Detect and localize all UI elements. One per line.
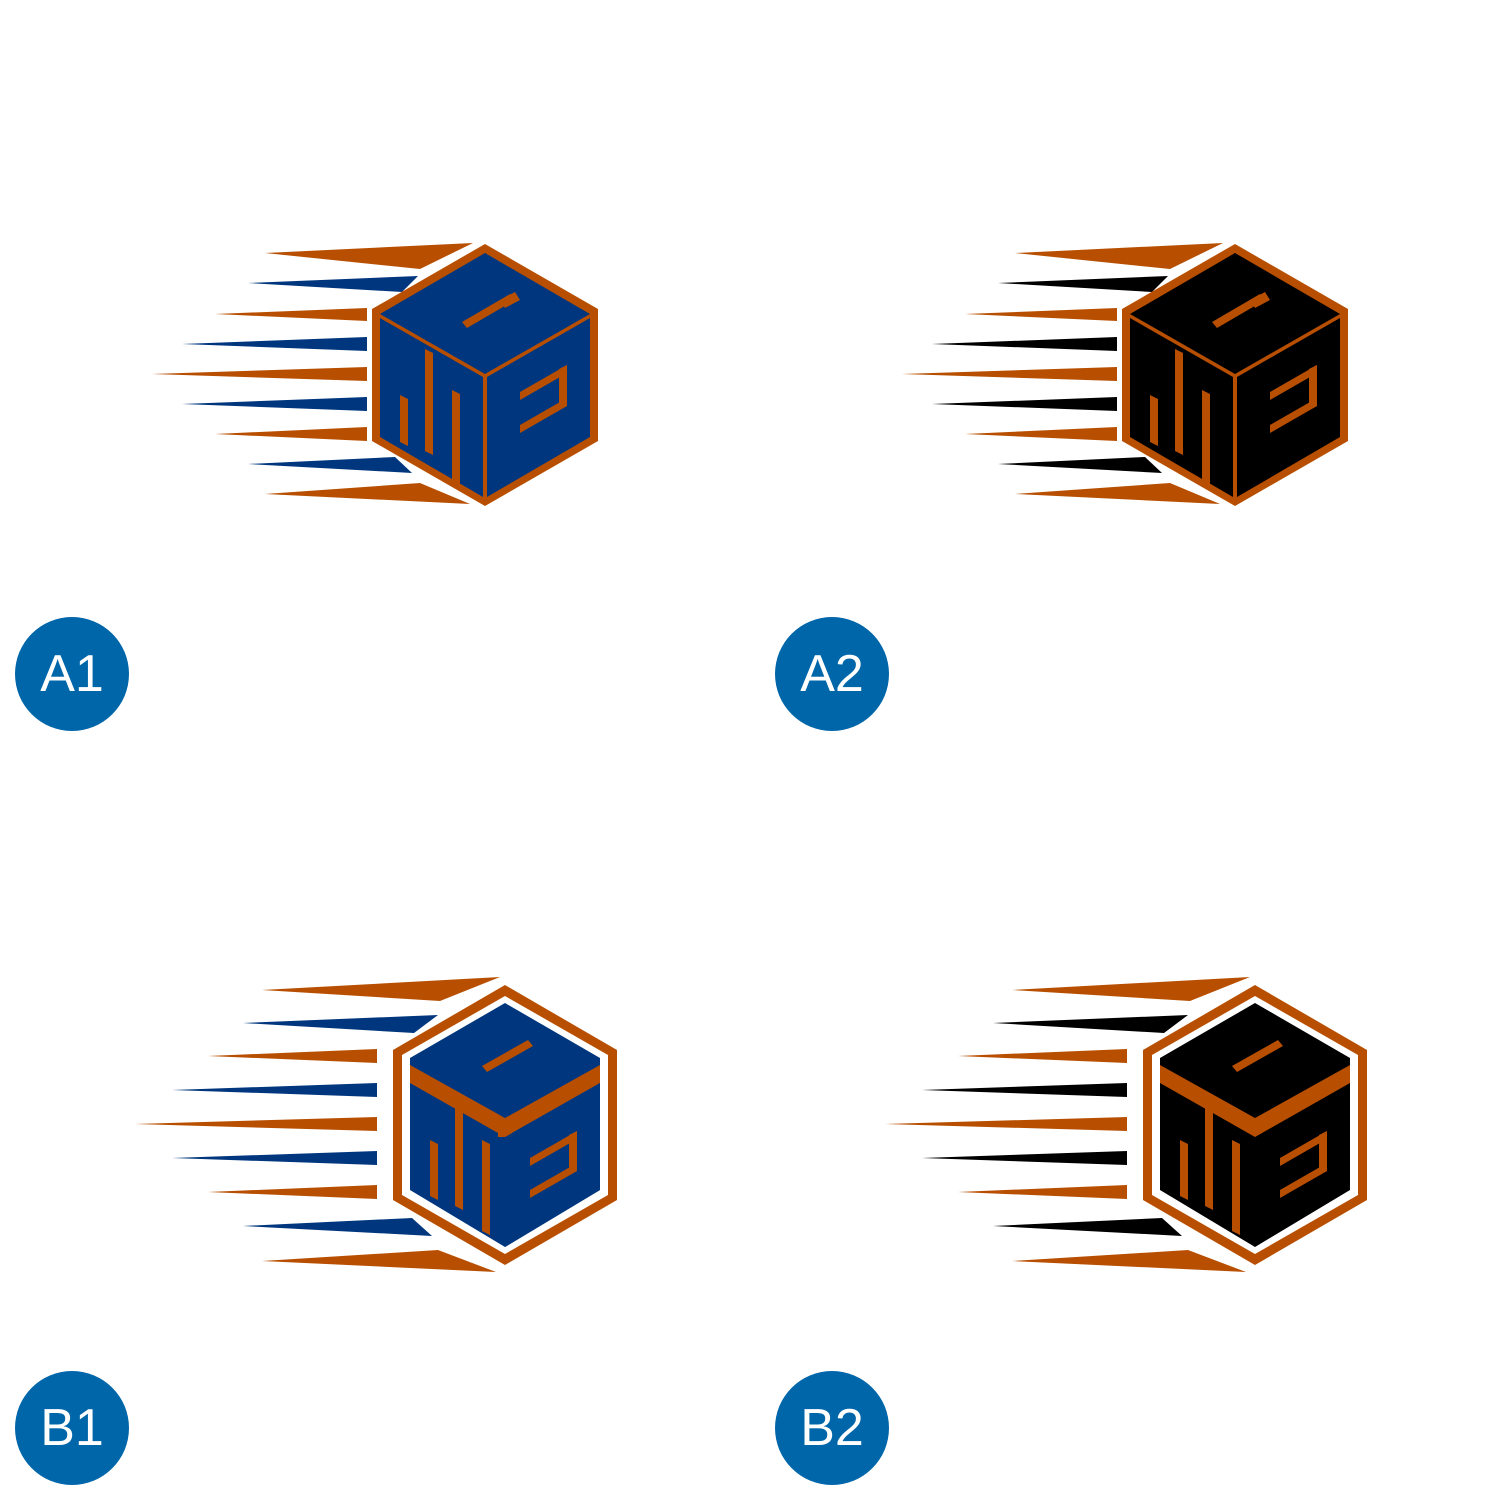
variant-badge-b1: B1 (15, 1371, 129, 1485)
variant-badge-a2: A2 (775, 617, 889, 731)
cube-icon (372, 244, 598, 506)
logo-b1 (135, 977, 617, 1272)
variant-badge-b2: B2 (775, 1371, 889, 1485)
speed-lines (885, 977, 1250, 1272)
cube-icon (1122, 244, 1348, 506)
speed-lines (902, 243, 1223, 504)
logo-b2 (885, 977, 1367, 1272)
speed-lines (135, 977, 500, 1272)
logo-a1 (152, 243, 598, 506)
logo-a2 (902, 243, 1348, 506)
hexagon-cube-icon (1143, 985, 1367, 1265)
variant-badge-a1: A1 (15, 617, 129, 731)
speed-lines (152, 243, 473, 504)
hexagon-cube-icon (393, 985, 617, 1265)
